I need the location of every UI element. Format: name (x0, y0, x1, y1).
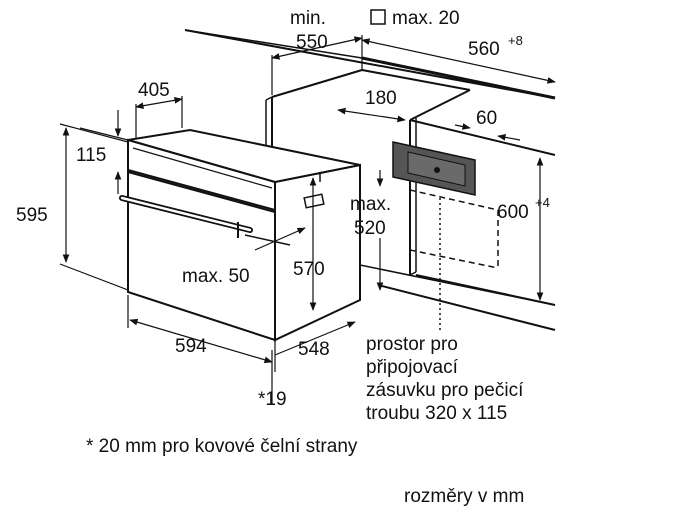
label-550: 550 (296, 32, 328, 53)
socket-note-line-2: připojovací (366, 357, 459, 378)
label-600-sup: +4 (535, 195, 550, 210)
label-570: 570 (293, 259, 325, 280)
footnote: * 20 mm pro kovové čelní strany (86, 436, 358, 457)
socket-note-line-3: zásuvku pro pečicí (366, 380, 524, 401)
label-595: 595 (16, 205, 48, 226)
label-max: max. (350, 194, 391, 215)
label-60: 60 (476, 108, 497, 129)
label-405: 405 (138, 80, 170, 101)
label-max-50: max. 50 (182, 266, 250, 287)
socket-note-line-1: prostor pro (366, 334, 458, 355)
socket-note-line-4: troubu 320 x 115 (366, 403, 507, 424)
label-594: 594 (175, 336, 207, 357)
label-600: 600 (497, 202, 529, 223)
oven-drawing (119, 128, 361, 342)
dimension-lines (59, 35, 556, 405)
notes: prostor pro připojovací zásuvku pro peči… (86, 334, 524, 507)
label-19: *19 (258, 389, 287, 410)
label-180: 180 (365, 88, 397, 109)
socket-area (392, 141, 476, 196)
label-115: 115 (76, 145, 106, 166)
label-548: 548 (298, 339, 330, 360)
dimension-labels: min. 550 max. 20 560 +8 405 180 60 115 5… (16, 8, 550, 410)
label-min: min. (290, 8, 326, 29)
square-symbol-icon (370, 9, 386, 25)
units-note: rozměry v mm (404, 486, 524, 507)
label-max-20: max. 20 (392, 8, 460, 29)
label-560-sup: +8 (508, 33, 523, 48)
label-520: 520 (354, 218, 386, 239)
label-560: 560 (468, 39, 500, 60)
